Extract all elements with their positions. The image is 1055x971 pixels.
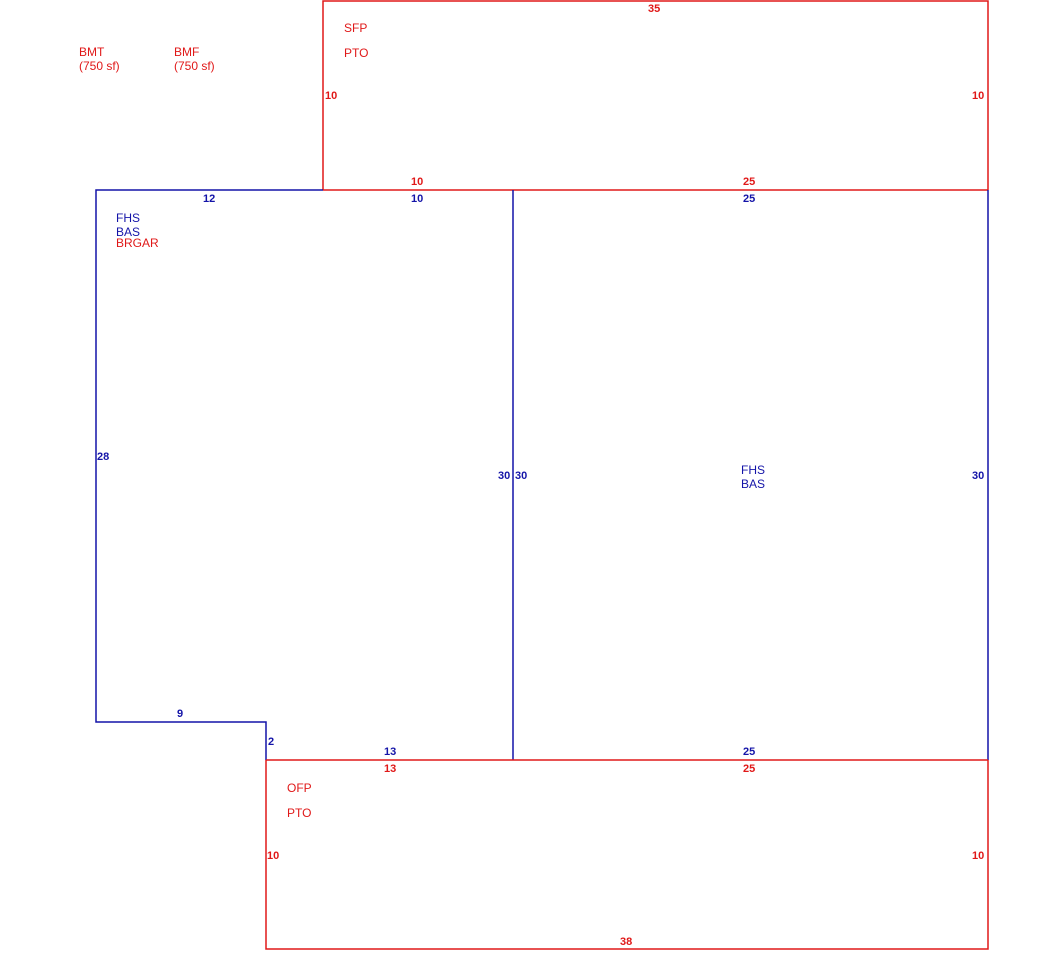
bottom-patio-outline bbox=[265, 760, 989, 950]
dim-notch-horizontal: 9 bbox=[177, 708, 184, 720]
top-patio-code-1: SFP bbox=[344, 21, 368, 35]
dim-left-main-top-b: 10 bbox=[411, 193, 424, 205]
bottom-patio-code-2: PTO bbox=[287, 806, 312, 820]
left-main-code-2: BAS bbox=[116, 225, 141, 239]
dim-top-patio-bottom-right: 25 bbox=[743, 176, 756, 188]
dim-right-main-left: 30 bbox=[515, 470, 528, 482]
left-main-code-1: FHS bbox=[116, 211, 140, 225]
legend-bmf-area: (750 sf) bbox=[174, 59, 215, 73]
dim-left-main-right: 30 bbox=[498, 470, 511, 482]
dim-bottom-patio-left: 10 bbox=[267, 850, 280, 862]
legend-bmt-code: BMT bbox=[79, 45, 105, 59]
dim-bottom-patio-top-right: 25 bbox=[743, 763, 756, 775]
legend-bmt-area: (750 sf) bbox=[79, 59, 120, 73]
dim-right-main-right: 30 bbox=[972, 470, 985, 482]
dim-top-patio-bottom-left: 10 bbox=[411, 176, 424, 188]
bottom-patio-code-1: OFP bbox=[287, 781, 312, 795]
legend-bmt: BMT (750 sf) bbox=[79, 45, 120, 73]
left-main-outline bbox=[95, 189, 323, 760]
top-patio-code-2: PTO bbox=[344, 46, 369, 60]
legend-bmf-code: BMF bbox=[174, 45, 200, 59]
dim-notch-vertical: 2 bbox=[268, 736, 275, 748]
dim-top-patio-top: 35 bbox=[648, 3, 661, 15]
top-patio-outline bbox=[322, 0, 989, 190]
dim-right-main-top: 25 bbox=[743, 193, 756, 205]
dim-left-main-bottom: 13 bbox=[384, 746, 397, 758]
dim-bottom-patio-top-left: 13 bbox=[384, 763, 397, 775]
dim-left-main-top-a: 12 bbox=[203, 193, 216, 205]
dim-top-patio-left: 10 bbox=[325, 90, 338, 102]
right-main-code-2: BAS bbox=[741, 477, 766, 491]
dim-bottom-patio-right: 10 bbox=[972, 850, 985, 862]
left-main-code-3: BRGAR bbox=[116, 236, 159, 250]
dim-left-main-left: 28 bbox=[97, 451, 110, 463]
dim-bottom-patio-bottom: 38 bbox=[620, 936, 633, 948]
dim-top-patio-right: 10 bbox=[972, 90, 985, 102]
right-main-code-1: FHS bbox=[741, 463, 765, 477]
dim-right-main-bottom: 25 bbox=[743, 746, 756, 758]
legend-bmf: BMF (750 sf) bbox=[174, 45, 215, 73]
